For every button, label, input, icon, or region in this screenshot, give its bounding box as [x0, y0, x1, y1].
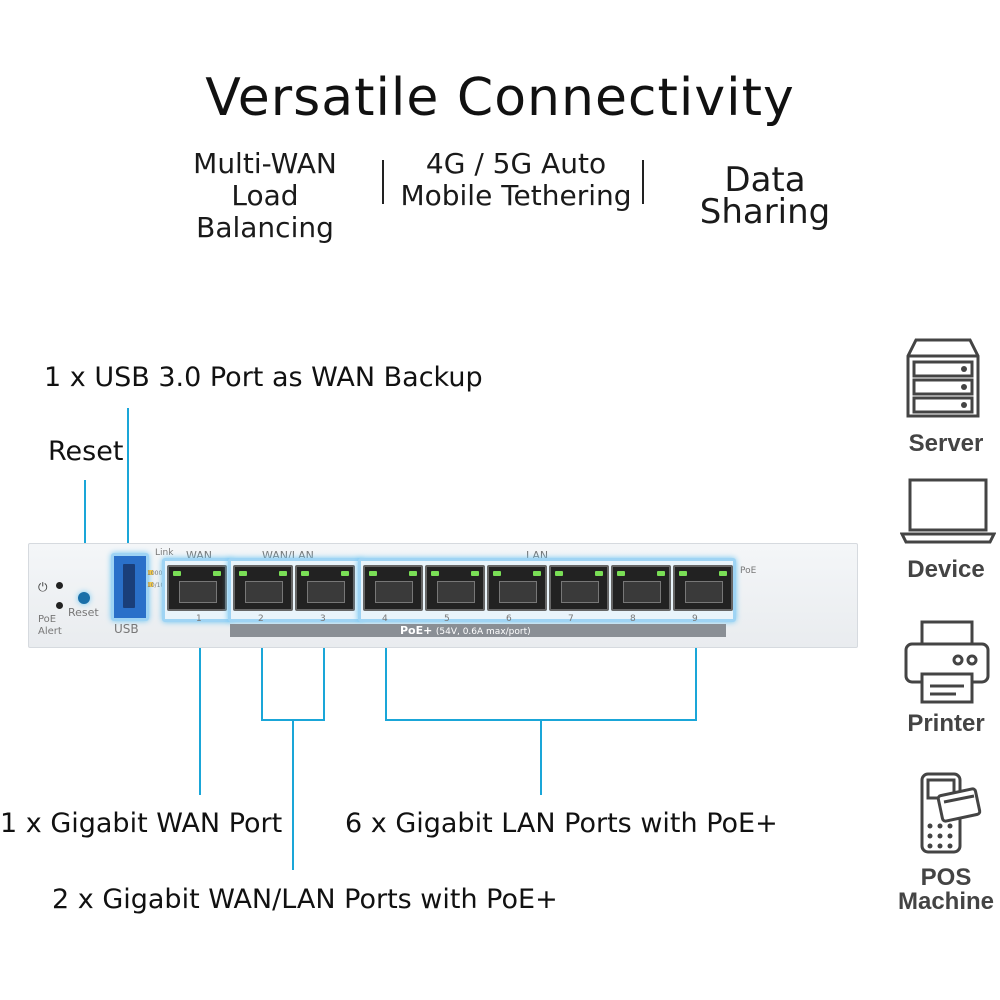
speed-1000-label: 1000M: [147, 570, 168, 577]
port-number-2: 2: [258, 614, 264, 624]
reset-button[interactable]: [78, 592, 90, 604]
ethernet-port-4[interactable]: [363, 565, 423, 611]
reset-device-label: Reset: [68, 606, 99, 619]
port-number-6: 6: [506, 614, 512, 624]
led-poe-label: PoE: [38, 614, 57, 625]
speed-led-10-100: [148, 582, 153, 587]
wanlan-port-block: [228, 558, 362, 622]
port-number-4: 4: [382, 614, 388, 624]
feature-multiwan: Multi-WAN Load Balancing: [160, 148, 370, 244]
port-number-8: 8: [630, 614, 636, 624]
callout-lan: 6 x Gigabit LAN Ports with PoE+: [345, 808, 778, 839]
poe-bar: PoE+ (54V, 0.6A max/port): [230, 624, 726, 637]
usb-label: USB: [114, 622, 139, 636]
printer-label: Printer: [907, 710, 985, 737]
port-number-7: 7: [568, 614, 574, 624]
ethernet-port-3[interactable]: [295, 565, 355, 611]
callout-wan: 1 x Gigabit WAN Port: [0, 808, 283, 839]
usb-port[interactable]: [111, 553, 149, 621]
port-number-1: 1: [196, 614, 202, 624]
feature-mobile-tethering: 4G / 5G Auto Mobile Tethering: [398, 148, 634, 212]
pos-label-line2: Machine: [897, 888, 995, 915]
callout-wanlan: 2 x Gigabit WAN/LAN Ports with PoE+: [52, 884, 558, 915]
printer-icon: [904, 620, 990, 704]
feature-data-sharing: Data Sharing: [699, 160, 831, 232]
power-led-icon: ⏻: [38, 580, 48, 594]
divider: [642, 160, 644, 204]
poe-label: PoE: [740, 566, 757, 576]
speed-led-1000: [148, 570, 153, 575]
poe-bar-spec: (54V, 0.6A max/port): [435, 627, 531, 637]
device-label: Device: [907, 556, 985, 583]
alert-led: [56, 602, 63, 609]
server-icon: [906, 338, 980, 418]
pos-machine-icon: [920, 772, 982, 854]
server-label: Server: [908, 430, 984, 457]
port-number-3: 3: [320, 614, 326, 624]
led-alert-label: Alert: [38, 626, 62, 637]
ethernet-port-6[interactable]: [487, 565, 547, 611]
link-label: Link: [155, 548, 174, 558]
laptop-icon: [900, 478, 996, 544]
ethernet-port-5[interactable]: [425, 565, 485, 611]
feature-mobile-line1: 4G / 5G Auto: [425, 147, 607, 180]
speed-10-100-label: 10/100M: [147, 582, 174, 589]
page-title: Versatile Connectivity: [205, 68, 795, 128]
lan-port-block: [358, 558, 736, 622]
feature-mobile-line2: Mobile Tethering: [400, 179, 632, 212]
ethernet-port-9[interactable]: [673, 565, 733, 611]
feature-multiwan-line2: Load Balancing: [196, 179, 334, 244]
feature-multiwan-line1: Multi-WAN: [193, 147, 337, 180]
port-number-9: 9: [692, 614, 698, 624]
ethernet-port-8[interactable]: [611, 565, 671, 611]
usb-port-slot: [123, 564, 135, 608]
power-led: [56, 582, 63, 589]
divider: [382, 160, 384, 204]
ethernet-port-7[interactable]: [549, 565, 609, 611]
poe-bar-label: PoE+: [400, 624, 433, 637]
pos-machine-label: POS Machine: [886, 866, 1000, 914]
ethernet-port-2[interactable]: [233, 565, 293, 611]
callout-usb: 1 x USB 3.0 Port as WAN Backup: [44, 362, 483, 393]
wan-port-block: [162, 558, 232, 622]
pos-label-line1: POS: [920, 864, 972, 891]
callout-reset: Reset: [48, 436, 124, 467]
port-number-5: 5: [444, 614, 450, 624]
ethernet-port-1[interactable]: [167, 565, 227, 611]
